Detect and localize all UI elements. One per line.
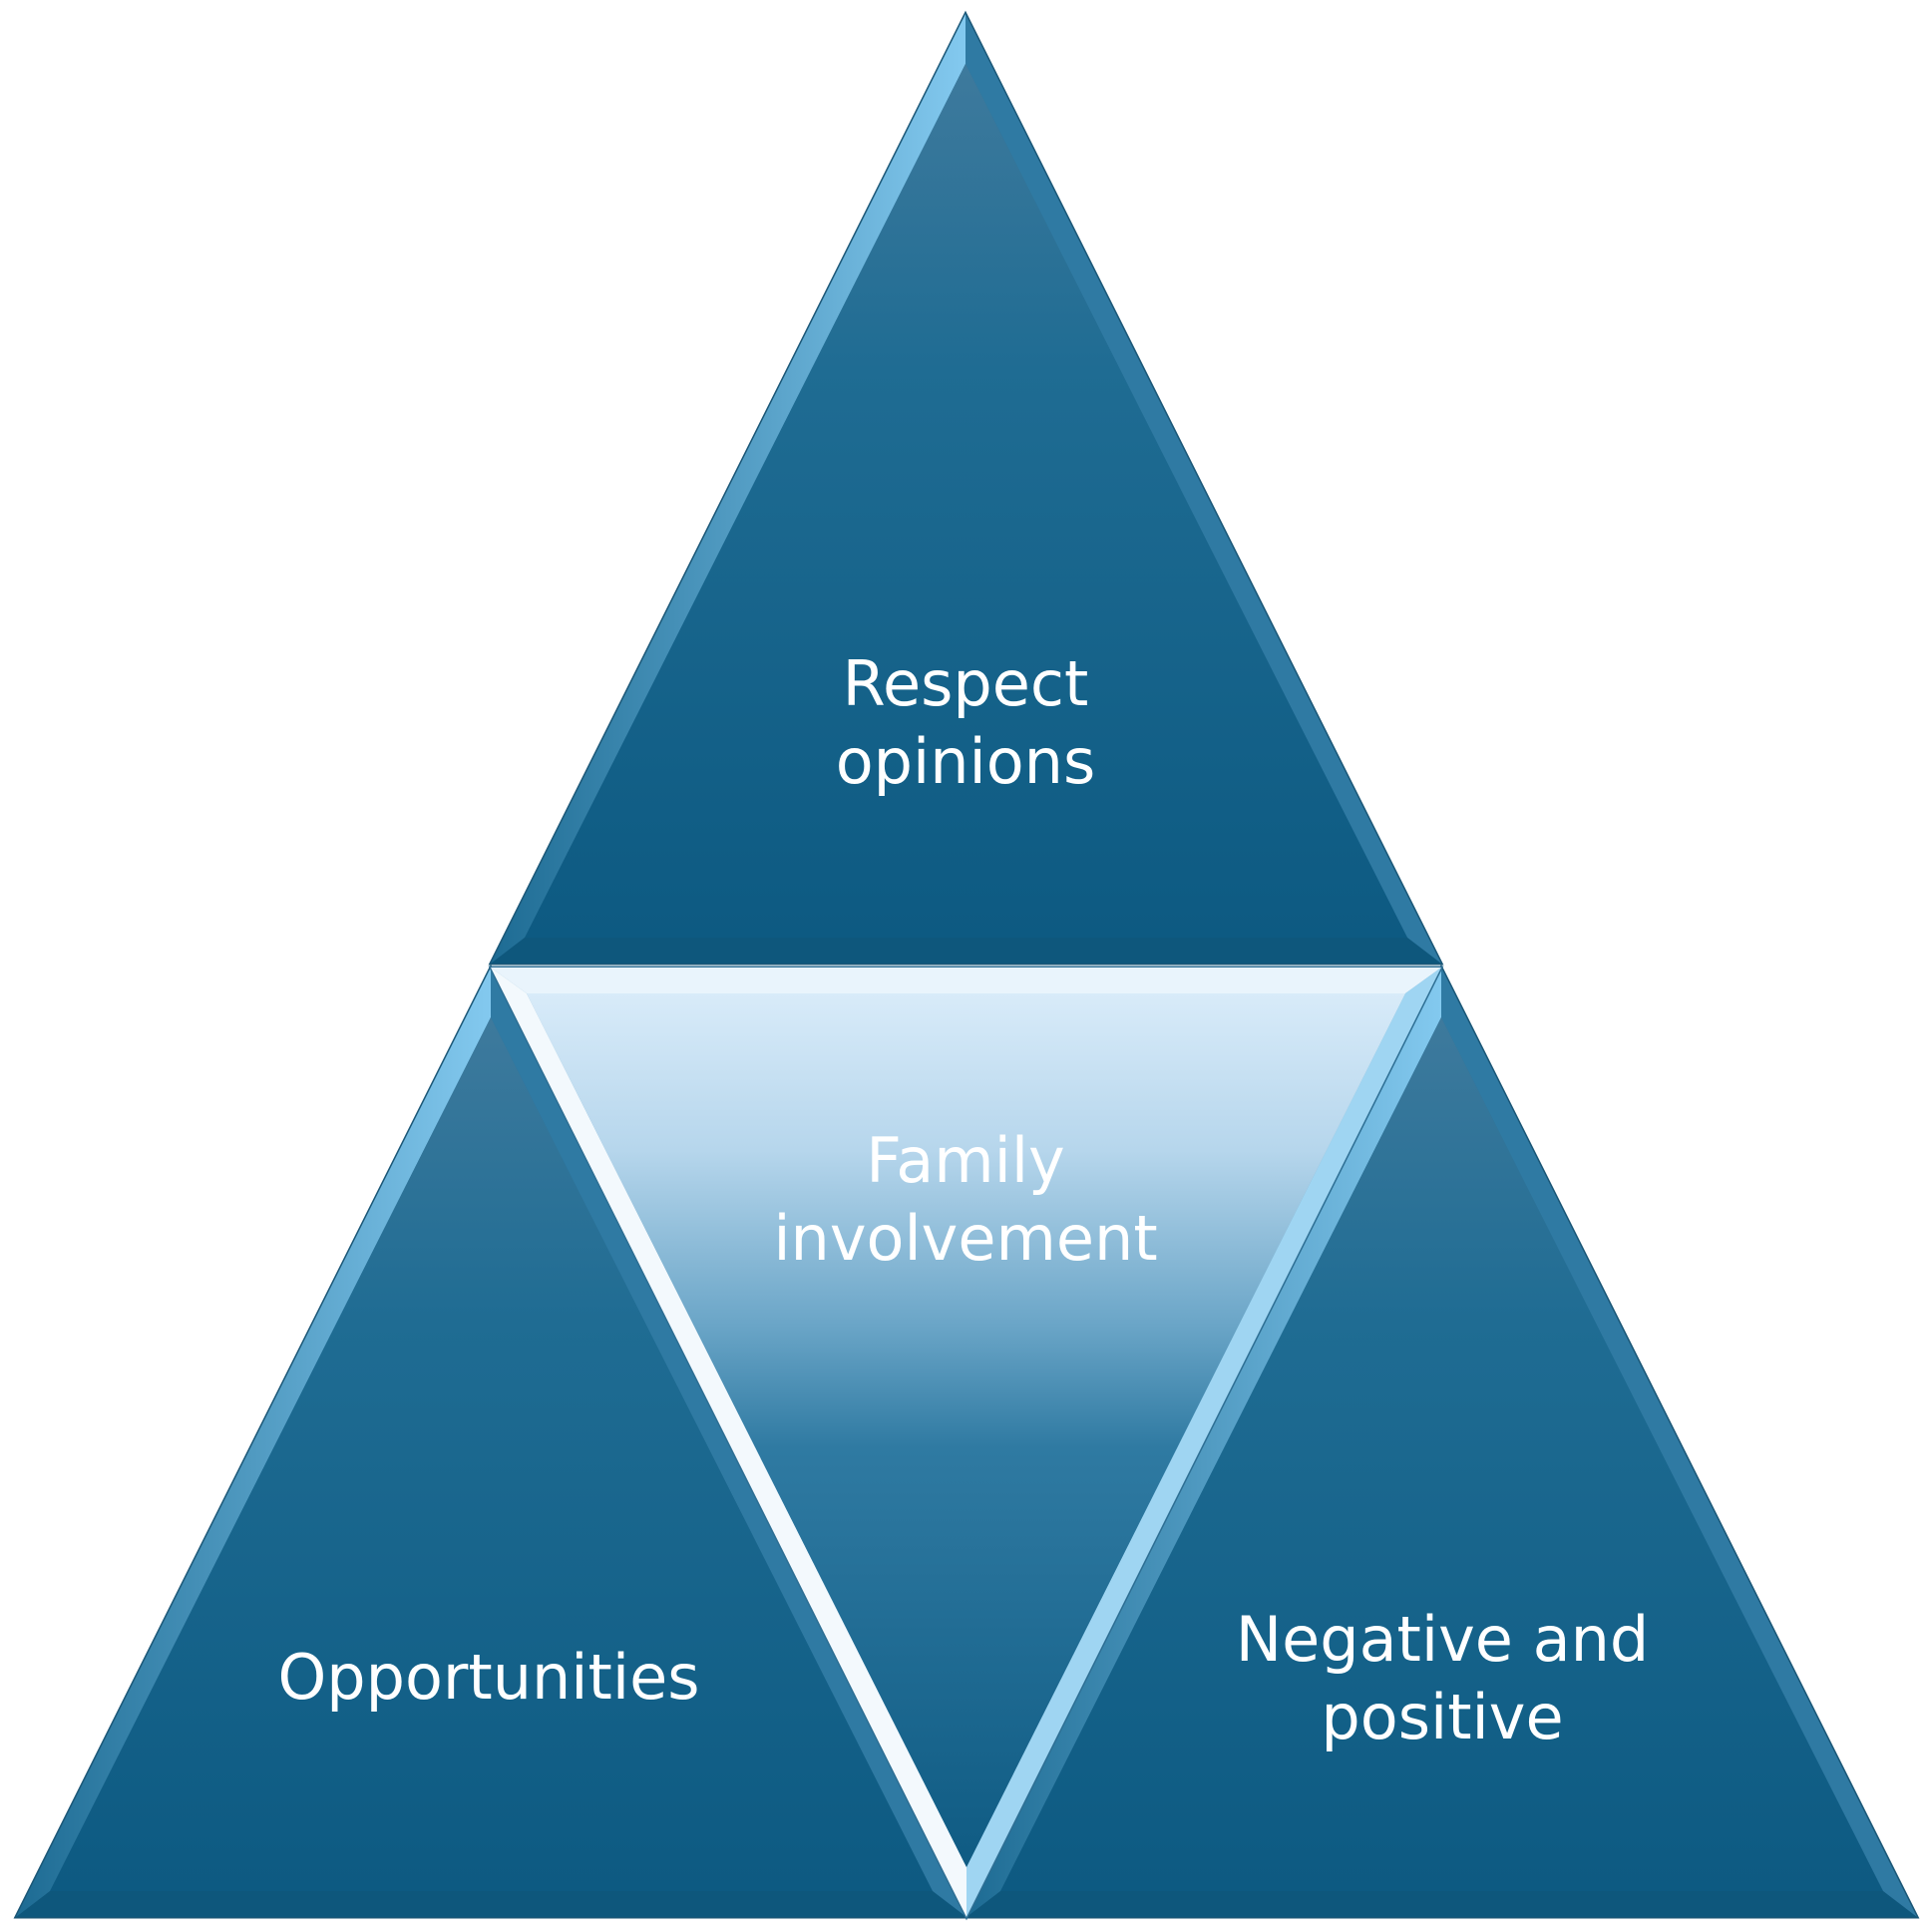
center-label-line2: involvement [773, 1202, 1157, 1275]
triangle-center: Family involvement [488, 966, 1444, 1921]
triangle-top-face [525, 64, 1407, 938]
triangle-center-bevel-left [491, 967, 966, 1917]
triangle-right-bevel-bottom [966, 1891, 1917, 1917]
triangle-top-bevel-right [966, 14, 1441, 964]
triangle-left-bevel-left [16, 967, 491, 1917]
top-label-line2: opinions [836, 725, 1096, 798]
triangle-left: Opportunities [13, 964, 969, 1919]
triangle-top-bevel-bottom [491, 938, 1441, 964]
triangle-left-face [50, 1017, 933, 1891]
triangle-center-face [527, 993, 1405, 1867]
triangle-center-bevel-right [966, 967, 1441, 1917]
top-label-line1: Respect [843, 647, 1089, 720]
right-label-line1: Negative and [1236, 1603, 1650, 1676]
triangle-top-bevel-left [491, 14, 966, 964]
triangle-left-bevel-bottom [16, 1891, 966, 1917]
right-label-line2: positive [1321, 1681, 1563, 1753]
center-label-line1: Family [866, 1124, 1065, 1197]
triangle-right-bevel-right [1441, 967, 1917, 1917]
triangle-center-bevel-top [491, 967, 1441, 993]
triangle-right-face [1000, 1017, 1883, 1891]
left-label: Opportunities [277, 1641, 699, 1714]
triangle-top: Respect opinions [488, 10, 1444, 966]
